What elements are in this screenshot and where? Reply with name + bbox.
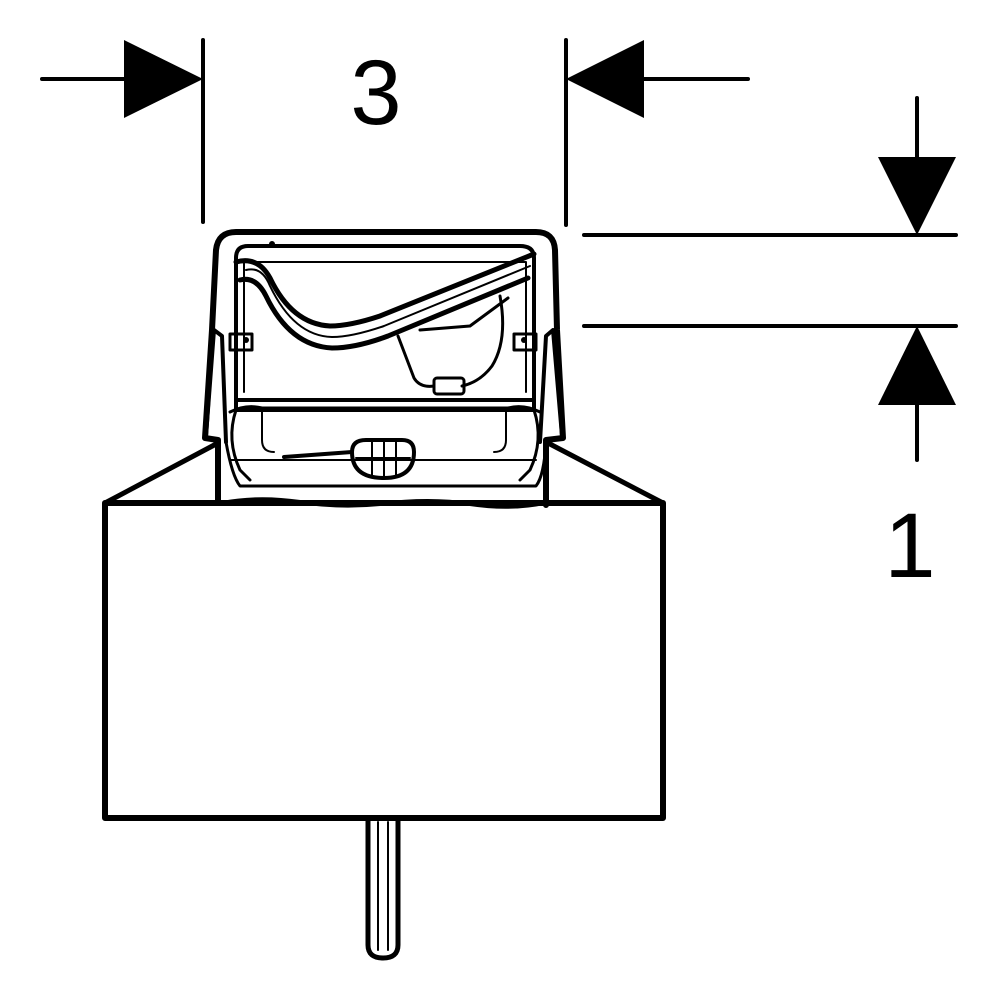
height-dimension: 1	[582, 96, 958, 597]
cap-inner-window-inset	[243, 261, 527, 393]
button-stem	[282, 450, 354, 459]
head-base-rail	[228, 405, 542, 414]
width-arrow-left	[124, 40, 203, 118]
cap-outer-outline	[202, 229, 566, 508]
housing-body	[102, 440, 666, 821]
head-collar-right	[518, 408, 540, 482]
bottom-pin	[365, 817, 401, 961]
inner-link-bar	[418, 296, 510, 332]
side-clip-left	[228, 332, 254, 352]
height-arrow-top	[878, 157, 956, 235]
button-outline	[350, 438, 416, 480]
housing-shoulder-right	[545, 440, 666, 506]
side-clip-right	[512, 332, 538, 352]
height-arrow-bottom	[878, 326, 956, 405]
lever-lower	[237, 275, 531, 351]
inner-link-left	[396, 334, 436, 388]
width-dimension-label: 3	[350, 42, 401, 144]
cap-side-left	[204, 328, 228, 444]
head-base-band	[234, 398, 536, 412]
housing-box	[102, 500, 666, 821]
pin-outline	[365, 817, 401, 961]
width-arrow-right	[566, 40, 644, 118]
rivet-top	[269, 241, 275, 247]
inner-link-right	[460, 294, 505, 388]
inner-link-block	[432, 376, 466, 396]
actuator-head	[202, 229, 566, 509]
cap-side-right	[538, 328, 564, 444]
head-bottom-wave	[220, 497, 546, 509]
width-dimension: 3	[40, 38, 750, 227]
height-dimension-label: 1	[884, 495, 935, 597]
head-collar-left	[230, 408, 252, 482]
head-collar-inner-right	[493, 409, 507, 453]
head-collar-inner-left	[261, 409, 275, 453]
lever-upper	[233, 251, 537, 329]
rivet-right	[521, 337, 527, 343]
lever-inner	[245, 265, 531, 338]
housing-shoulder-left	[102, 440, 221, 506]
rivet-left	[243, 337, 249, 343]
